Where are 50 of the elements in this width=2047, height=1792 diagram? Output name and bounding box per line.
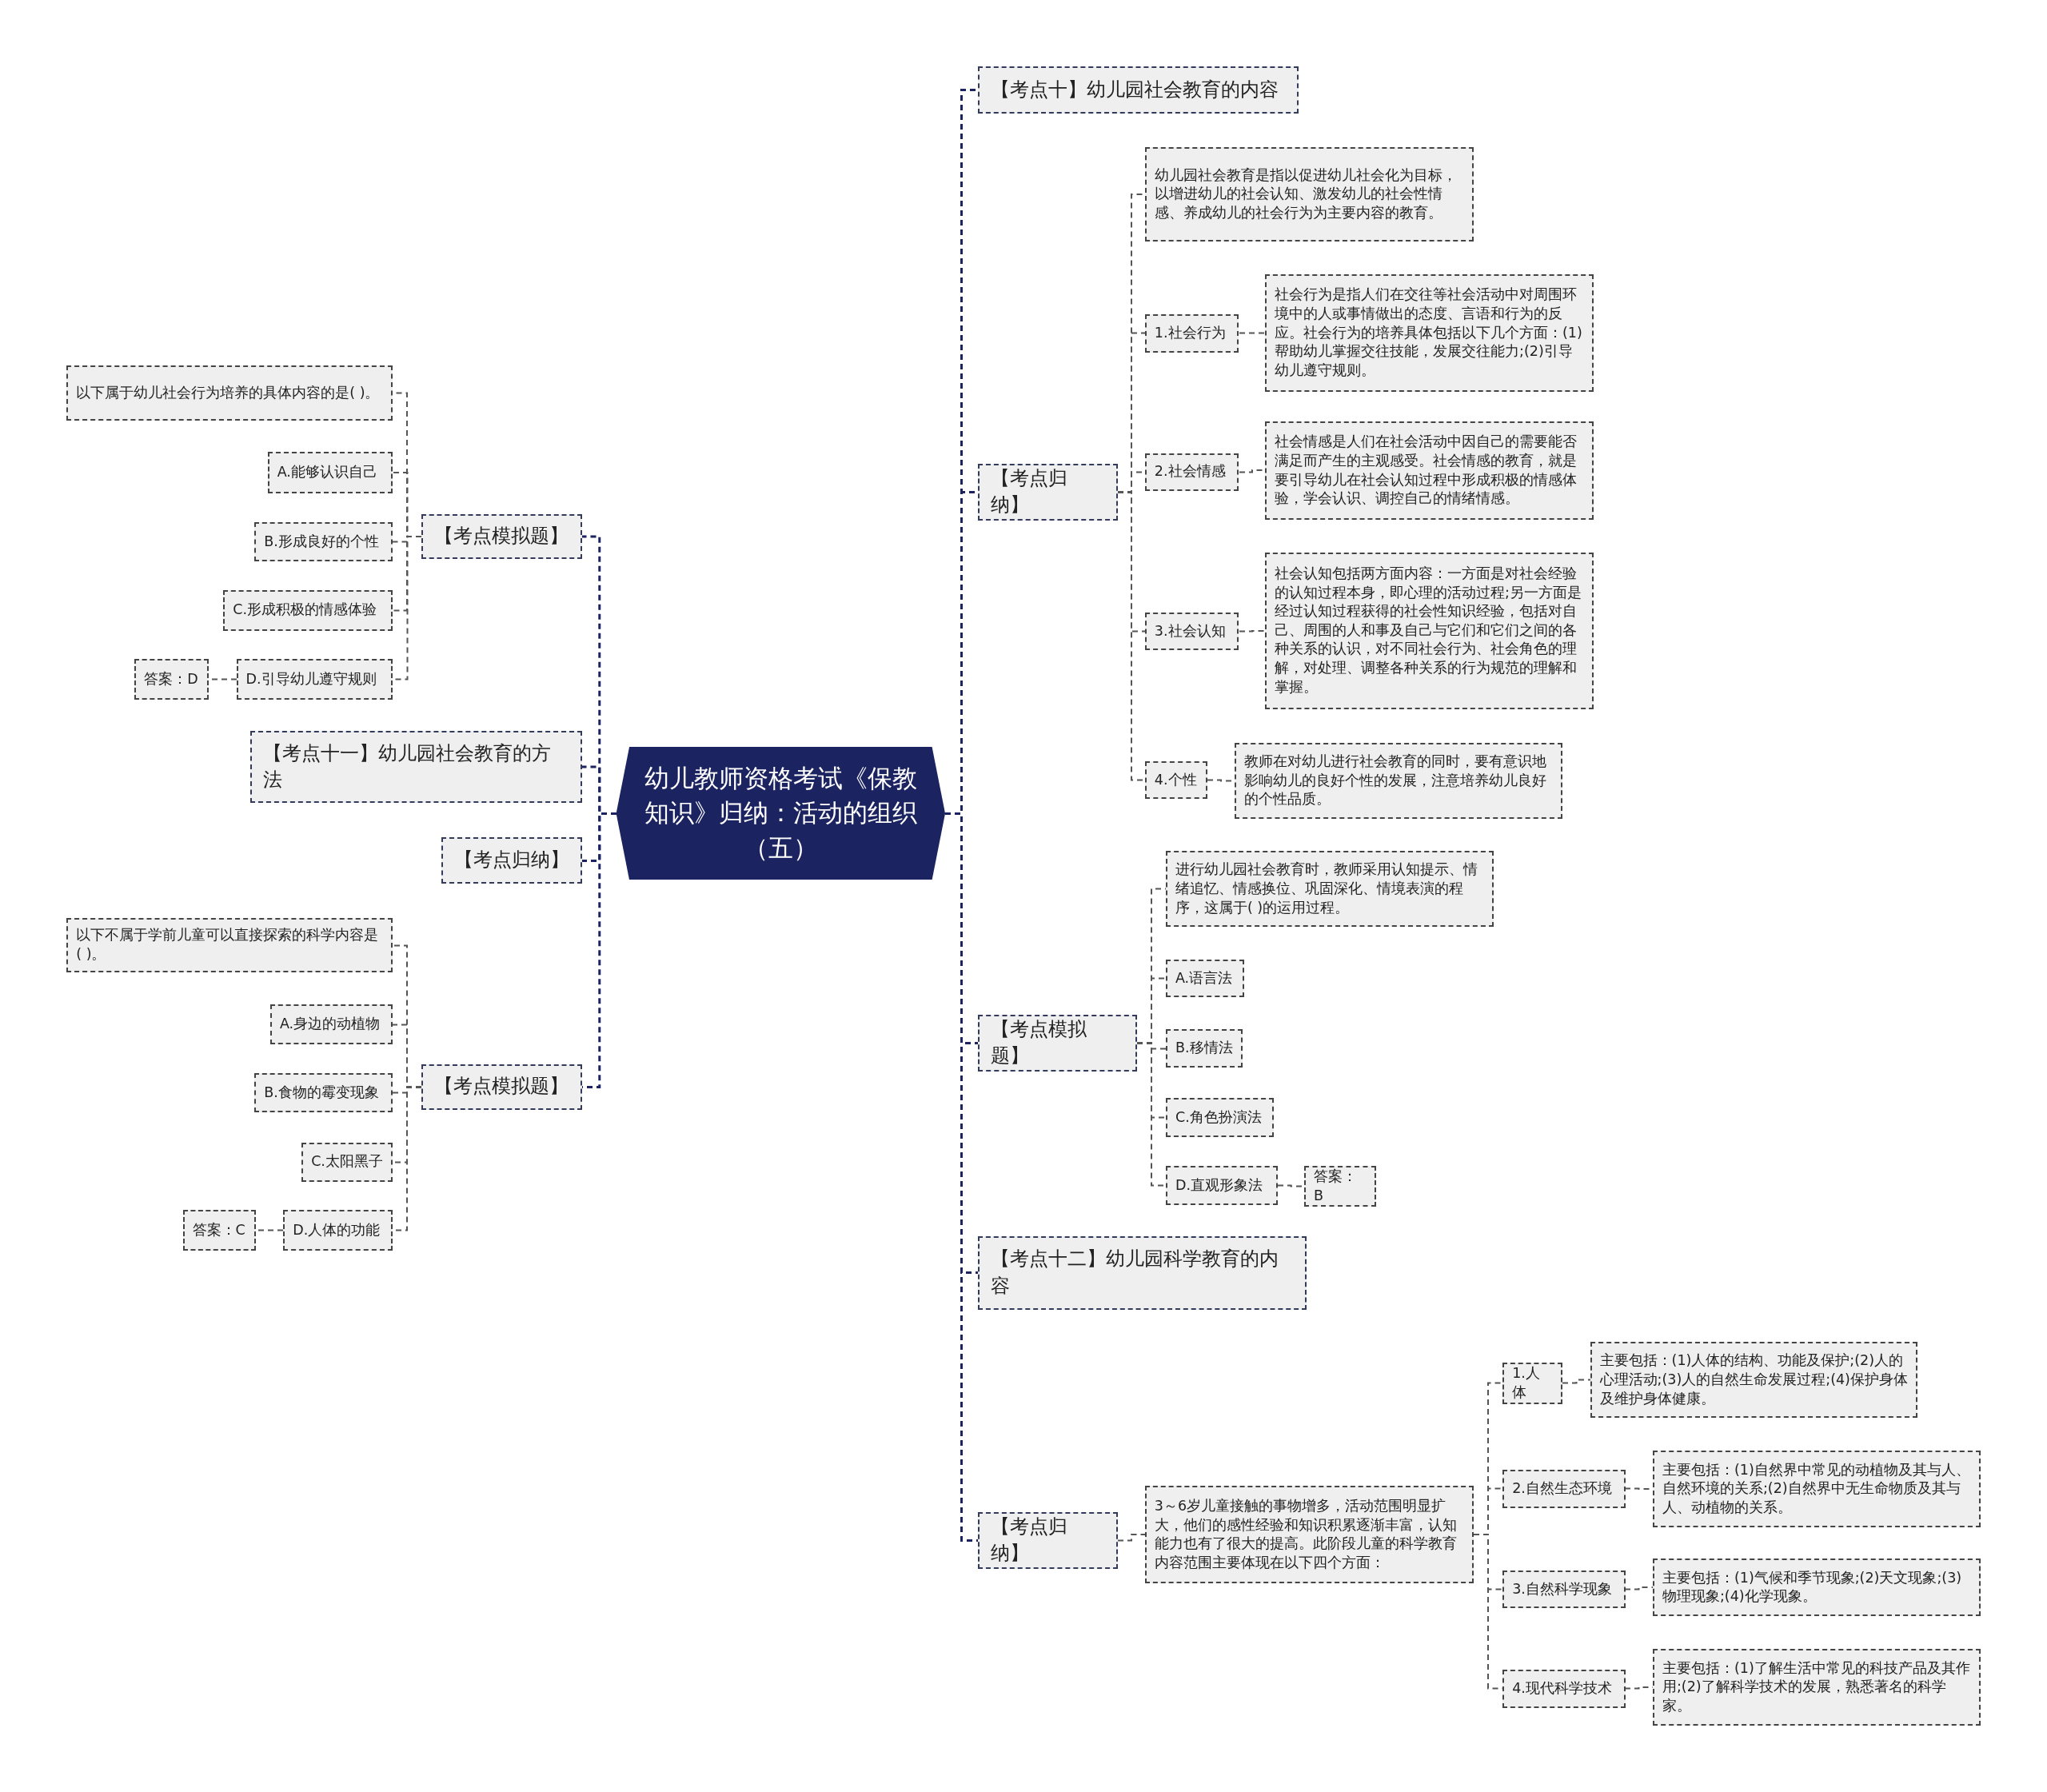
text-box: 3～6岁儿童接触的事物增多，活动范围明显扩大，他们的感性经验和知识积累逐渐丰富，认知能力也有了很大的提高。此阶段儿童的科学教育内容范围主要体现在以下四个方面：	[1144, 1485, 1474, 1584]
branch-topic: 【考点十二】幼儿园科学教育的内容	[977, 1236, 1307, 1310]
text-box: C.太阳黑子	[301, 1142, 393, 1182]
text-box: 社会行为是指人们在交往等社会活动中对周围环境中的人或事情做出的态度、言语和行为的反应。社会行为的培养具体包括以下几个方面：(1)帮助幼儿掌握交往技能，发展交往能力;(2)引导幼儿遵守规则。	[1265, 273, 1594, 392]
text-box: 社会认知包括两方面内容：一方面是对社会经验的认知过程本身，即心理的活动过程;另一方面是经过认知过程获得的社会性知识经验，包括对自己、周围的人和事及自己与它们和它们之间的各种关系的认识，对不同社会行为、社会角色的理解，对处理、调整各种关系的行为规范的理解和掌握。	[1265, 552, 1594, 709]
text-box: 以下属于幼儿社会行为培养的具体内容的是( )。	[66, 365, 393, 421]
text-box: A.能够认识自己	[267, 451, 393, 494]
branch-topic: 【考点模拟题】	[421, 1064, 583, 1110]
text-box: D.人体的功能	[283, 1210, 393, 1251]
branch-topic: 【考点归纳】	[977, 1511, 1118, 1569]
text-box: 主要包括：(1)气候和季节现象;(2)天文现象;(3)物理现象;(4)化学现象。	[1652, 1559, 1981, 1617]
text-box: A.语言法	[1165, 960, 1244, 998]
text-box: 答案：C	[182, 1210, 256, 1251]
text-box: 社会情感是人们在社会活动中因自己的需要能否满足而产生的主观感受。社会情感的教育，就是要引导幼儿在社会认知过程中形成积极的情感体验，学会认识、调控自己的情绪情感。	[1265, 421, 1594, 520]
text-box: B.食物的霉变现象	[254, 1073, 393, 1112]
text-box: 3.社会认知	[1144, 612, 1239, 651]
text-box: 进行幼儿园社会教育时，教师采用认知提示、情绪追忆、情感换位、巩固深化、情境表演的程序，这属于( )的运用过程。	[1165, 851, 1494, 928]
text-box: 1.社会行为	[1144, 314, 1239, 353]
connector	[1239, 630, 1266, 633]
branch-topic: 【考点模拟题】	[421, 514, 583, 559]
branch-topic: 【考点十】幼儿园社会教育的内容	[977, 66, 1299, 114]
connector	[1117, 1534, 1146, 1542]
text-box: 以下不属于学前儿童可以直接探索的科学内容是( )。	[66, 917, 393, 973]
branch-topic: 【考点模拟题】	[977, 1014, 1137, 1072]
text-box: 幼儿园社会教育是指以促进幼儿社会化为目标，以增进幼儿的社会认知、激发幼儿的社会性情感、养成幼儿的社会行为为主要内容的教育。	[1144, 147, 1474, 242]
branch-topic: 【考点归纳】	[441, 836, 583, 884]
text-box: 主要包括：(1)自然界中常见的动植物及其与人、自然环境的关系;(2)自然界中无生命物质及其与人、动植物的关系。	[1652, 1450, 1981, 1528]
text-box: 2.自然生态环境	[1502, 1470, 1626, 1508]
branch-topic: 【考点归纳】	[977, 463, 1118, 521]
text-box: C.形成积极的情感体验	[223, 589, 393, 631]
text-box: 4.个性	[1144, 760, 1208, 800]
text-box: 答案：B	[1304, 1165, 1376, 1207]
text-box: 教师在对幼儿进行社会教育的同时，要有意识地影响幼儿的良好个性的发展，注意培养幼儿良好的个性品质。	[1235, 742, 1563, 819]
branch-topic: 【考点十一】幼儿园社会教育的方法	[250, 731, 583, 804]
text-box: 主要包括：(1)了解生活中常见的科技产品及其作用;(2)了解科学技术的发展，熟悉著名的科学家。	[1652, 1649, 1981, 1726]
text-box: 1.人体	[1502, 1363, 1563, 1404]
connector	[1239, 332, 1266, 334]
connector	[1562, 1379, 1591, 1384]
text-box: C.角色扮演法	[1165, 1098, 1275, 1137]
text-box: 2.社会情感	[1144, 453, 1239, 491]
text-box: 4.现代科学技术	[1502, 1670, 1626, 1708]
text-box: 3.自然科学现象	[1502, 1570, 1626, 1609]
text-box: D.引导幼儿遵守规则	[236, 659, 393, 700]
text-box: A.身边的动植物	[269, 1004, 393, 1045]
text-box: D.直观形象法	[1165, 1165, 1279, 1205]
text-box: 主要包括：(1)人体的结构、功能及保护;(2)人的心理活动;(3)人的自然生命发展过程;(4)保护身体及维护身体健康。	[1590, 1342, 1918, 1419]
text-box: B.移情法	[1165, 1028, 1243, 1068]
central-topic: 幼儿教师资格考试《保教知识》归纳：活动的组织（五）	[616, 746, 946, 880]
text-box: 答案：D	[134, 659, 209, 700]
text-box: B.形成良好的个性	[254, 522, 393, 561]
